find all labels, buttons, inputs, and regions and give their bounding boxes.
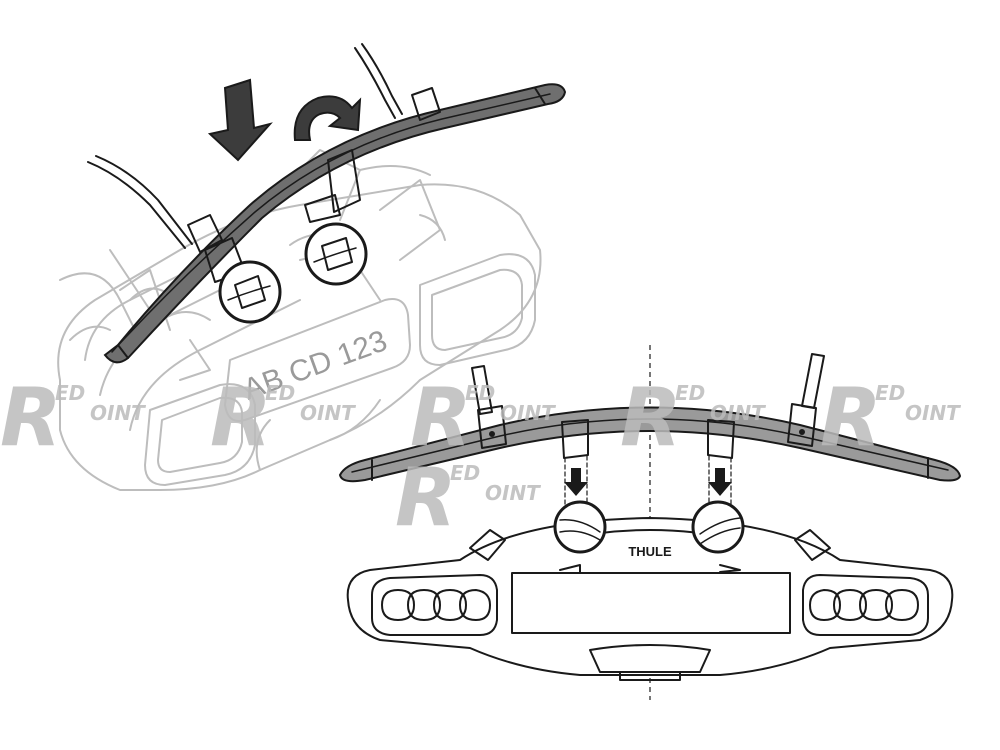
arrow-down-icon <box>708 468 732 496</box>
svg-text:ED: ED <box>875 381 905 405</box>
svg-text:ED: ED <box>450 461 480 485</box>
svg-text:OINT: OINT <box>905 401 961 425</box>
svg-text:R: R <box>820 371 882 464</box>
detail-circle-front-right <box>691 500 745 554</box>
svg-text:R: R <box>410 371 472 464</box>
brand-logo-text: THULE <box>628 544 672 559</box>
watermark-logo: R ED OINT <box>210 371 356 464</box>
svg-text:ED: ED <box>465 381 495 405</box>
svg-text:OINT: OINT <box>710 401 766 425</box>
svg-text:R: R <box>395 451 457 544</box>
watermark-logo: R ED OINT <box>620 371 766 464</box>
watermark-logo: R ED OINT <box>0 371 146 464</box>
rotate-arrow-icon <box>293 95 362 141</box>
svg-text:OINT: OINT <box>90 401 146 425</box>
svg-text:R: R <box>210 371 272 464</box>
svg-text:ED: ED <box>265 381 295 405</box>
watermark-logo: R ED OINT <box>410 371 556 464</box>
svg-text:OINT: OINT <box>300 401 356 425</box>
arrow-down-icon <box>564 468 588 496</box>
svg-text:ED: ED <box>675 381 705 405</box>
svg-text:ED: ED <box>55 381 85 405</box>
svg-text:R: R <box>0 371 62 464</box>
svg-text:R: R <box>620 371 682 464</box>
watermark-logo: R ED OINT <box>395 451 541 544</box>
rack-front-view: THULE <box>338 345 962 700</box>
arrow-down-icon <box>207 78 273 162</box>
svg-text:OINT: OINT <box>485 481 541 505</box>
bike-rail-perspective <box>103 83 567 364</box>
detail-circle-left <box>218 260 282 324</box>
detail-circle-front-left <box>553 500 607 554</box>
bike-rail-front <box>338 406 962 483</box>
detail-circle-right <box>304 222 368 286</box>
svg-text:OINT: OINT <box>500 401 556 425</box>
watermark-logo: R ED OINT <box>820 371 961 464</box>
